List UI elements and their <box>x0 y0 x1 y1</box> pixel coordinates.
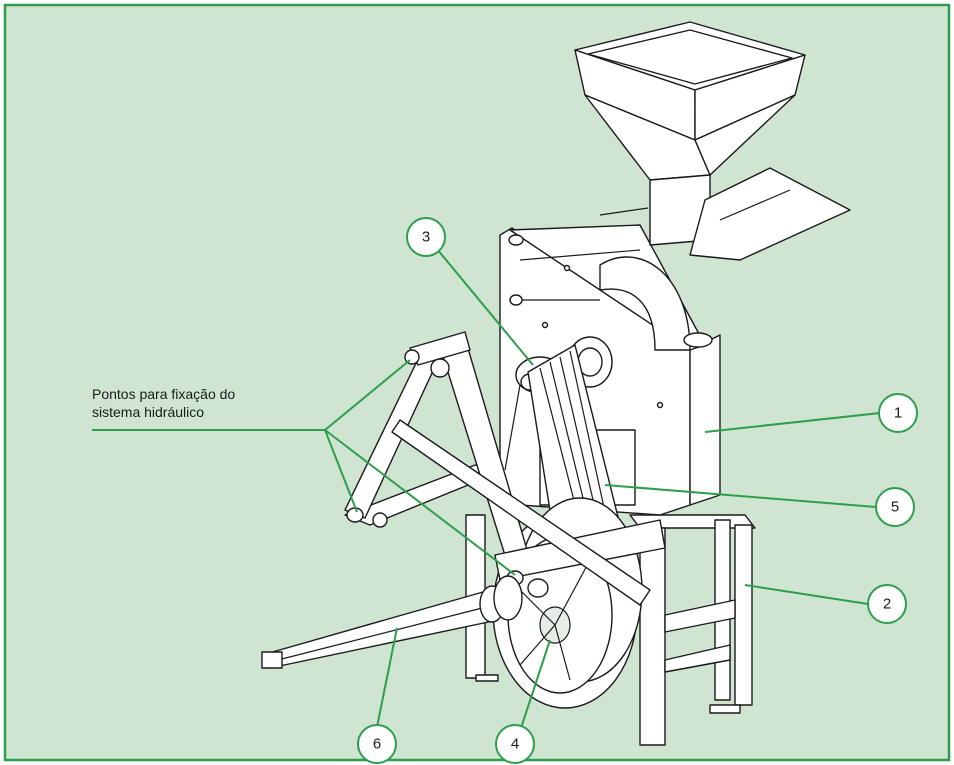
hopper <box>574 21 806 246</box>
callout-2: 2 <box>867 584 907 624</box>
callout-4-circle <box>495 724 535 764</box>
pto-shaft <box>261 575 523 669</box>
leader-3 <box>436 248 534 366</box>
leader-hitch-top <box>324 359 411 431</box>
callout-2-label: 2 <box>883 596 891 613</box>
discharge-chute <box>599 167 851 261</box>
callout-3-label: 3 <box>422 229 430 246</box>
annotation-line-2: sistema hidráulico <box>92 404 204 420</box>
callout-6: 6 <box>357 724 397 764</box>
callout-2-circle <box>867 584 907 624</box>
callout-3-circle <box>406 217 446 257</box>
leader-1 <box>704 412 881 433</box>
callout-5-label: 5 <box>891 499 899 516</box>
callout-3: 3 <box>406 217 446 257</box>
callout-1: 1 <box>878 393 918 433</box>
annotation-line-1: Pontos para fixação do <box>92 386 235 402</box>
support-stand <box>465 514 756 746</box>
callout-4: 4 <box>495 724 535 764</box>
callout-6-label: 6 <box>373 736 381 753</box>
callout-1-label: 1 <box>894 405 902 422</box>
leader-lines <box>92 248 881 729</box>
leader-hitch-left <box>324 429 358 513</box>
leader-hitch-bottom <box>324 429 516 576</box>
leader-2 <box>744 584 869 605</box>
callout-5-circle <box>875 487 915 527</box>
callout-6-circle <box>357 724 397 764</box>
leader-6 <box>376 627 398 728</box>
callout-4-label: 4 <box>511 736 519 753</box>
machine-drawing <box>261 21 851 746</box>
leader-5 <box>604 484 877 508</box>
leader-4 <box>520 639 551 729</box>
callout-1-circle <box>878 393 918 433</box>
callout-5: 5 <box>875 487 915 527</box>
